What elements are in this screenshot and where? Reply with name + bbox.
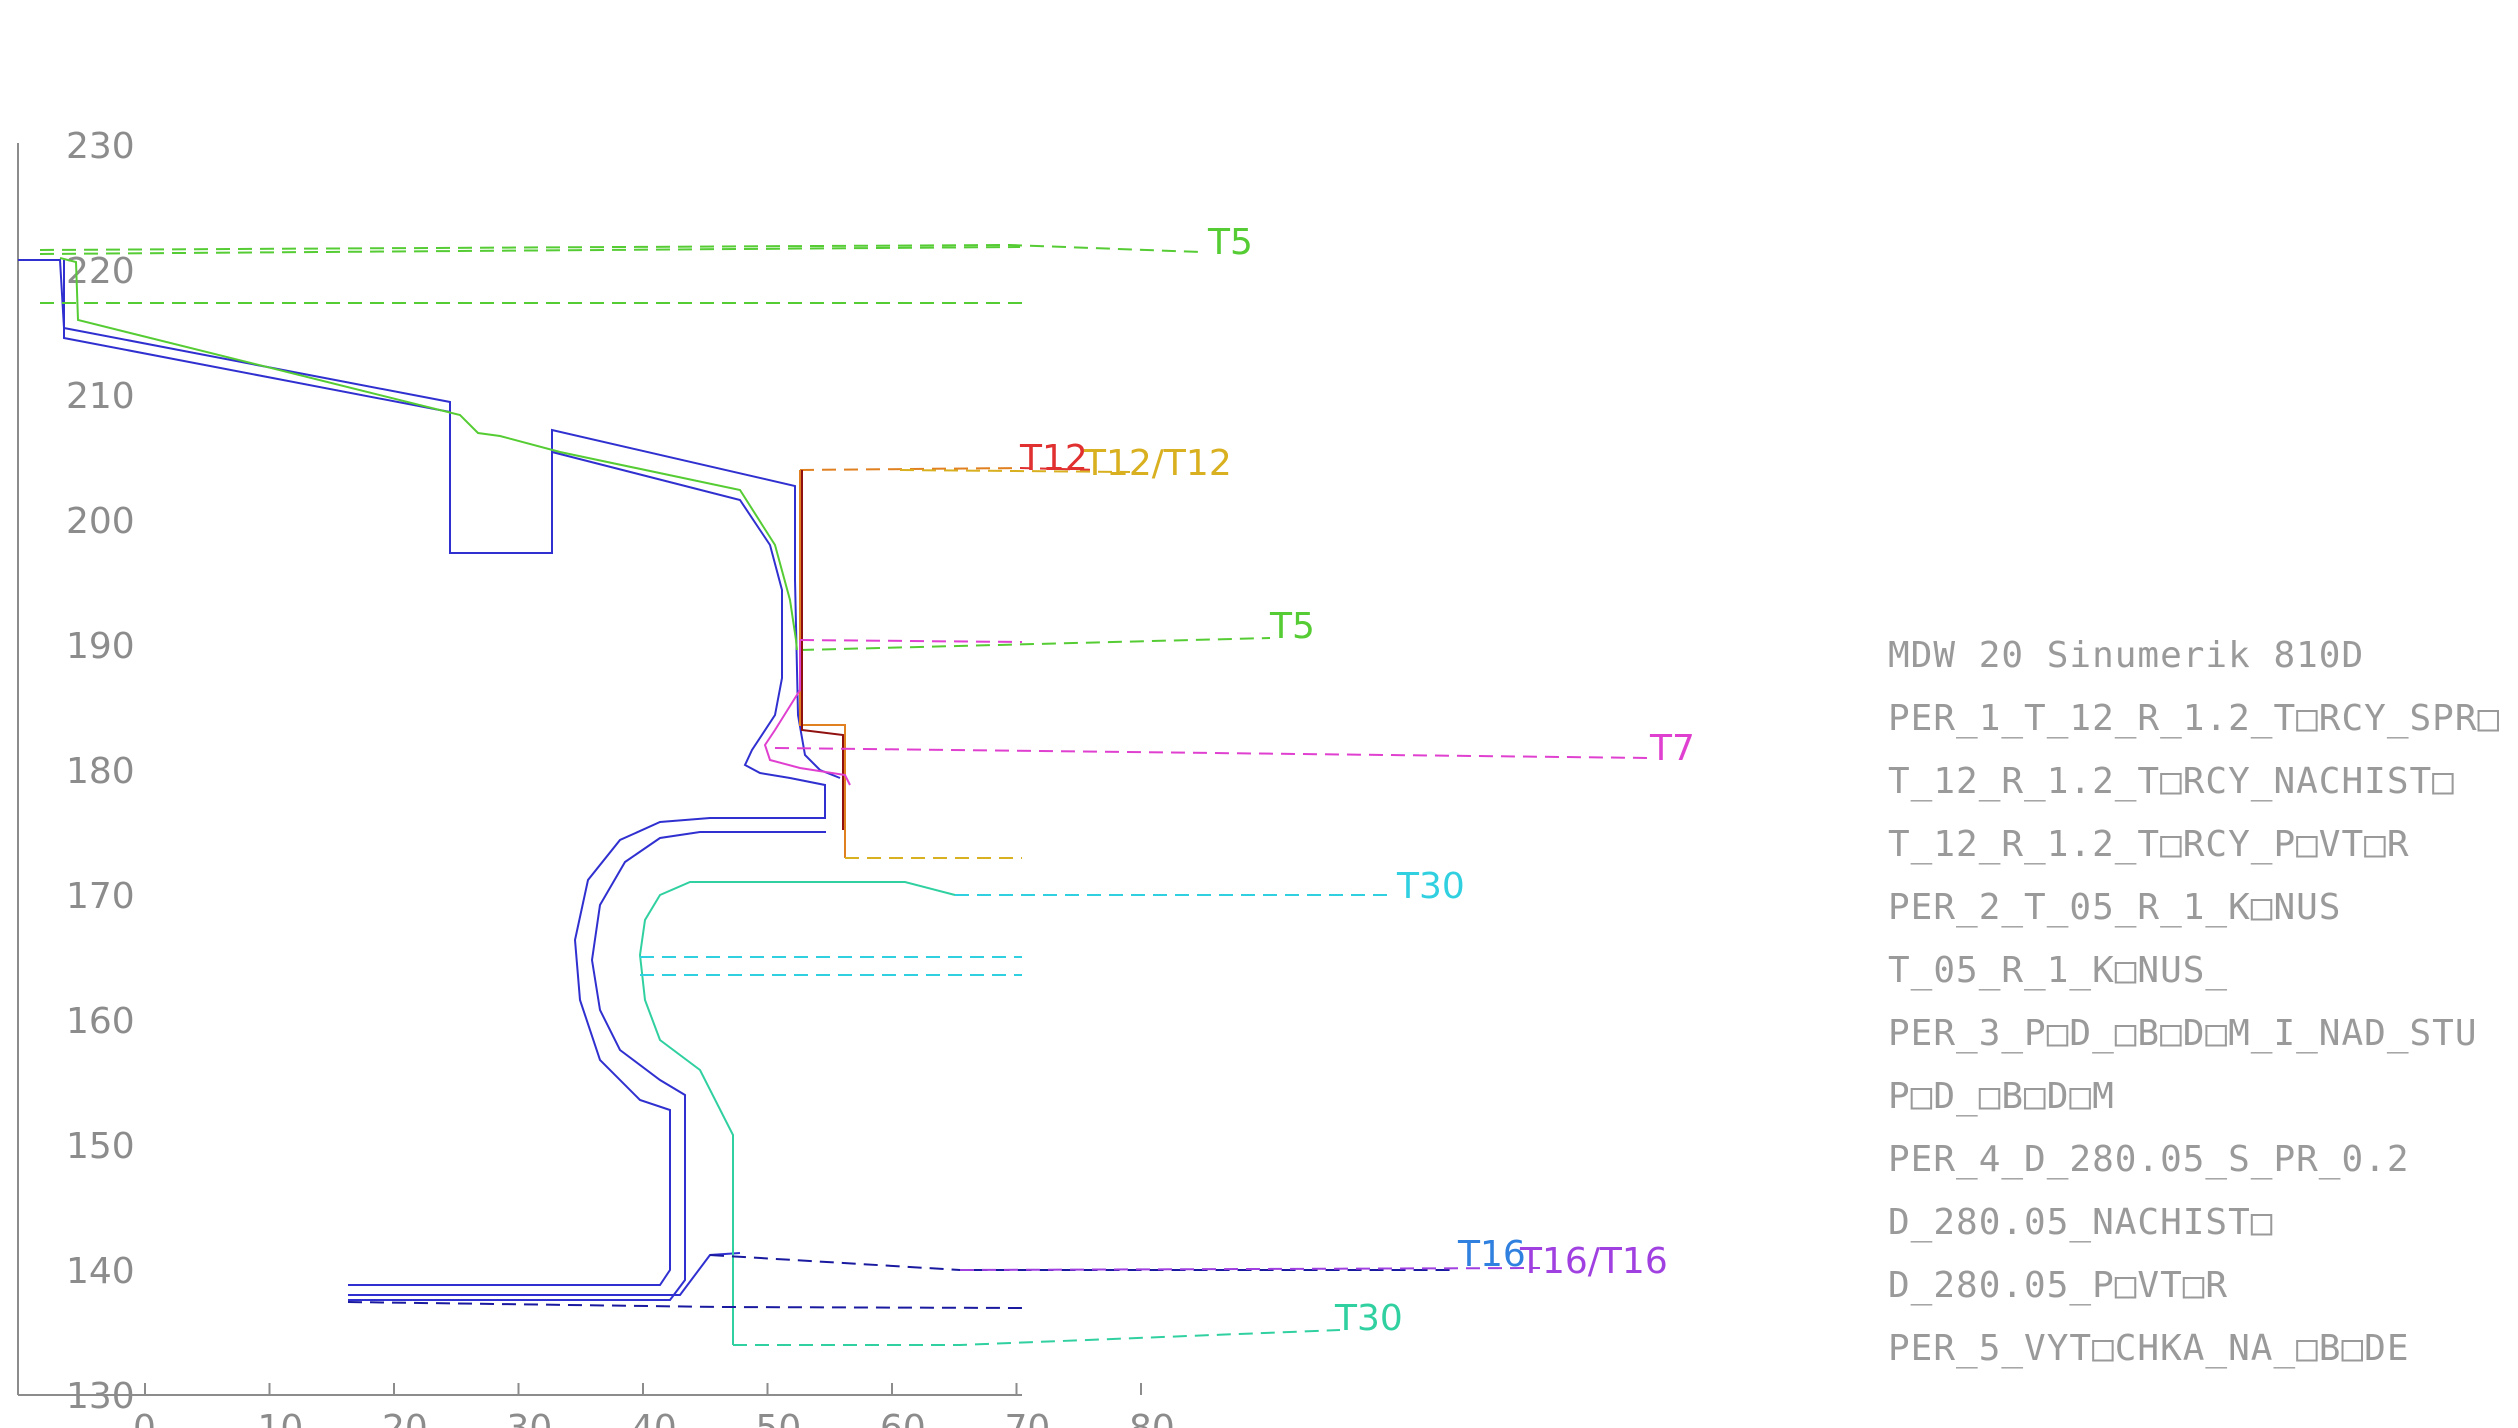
- x-tick-label: 80: [1129, 1408, 1175, 1428]
- operation-label: T7: [1649, 728, 1695, 769]
- program-list: MDW 20 Sinumerik 810D PER_1_T_12_R_1.2_T□…: [1888, 635, 2500, 1369]
- x-tick-label: 0: [133, 1408, 156, 1428]
- magenta-contour: [763, 640, 851, 786]
- green-paths: [39, 243, 1271, 651]
- operation-label: T5: [1207, 222, 1253, 263]
- navy-bottom-dash: [347, 1301, 1023, 1309]
- operation-label: T30: [1334, 1298, 1403, 1339]
- y-tick-label: 130: [66, 1376, 135, 1417]
- orange-t12-path: [799, 470, 846, 858]
- y-tick-label: 210: [66, 376, 135, 417]
- y-tick-label: 230: [66, 126, 135, 167]
- green-main-contour: [59, 257, 798, 651]
- operation-label: T12/T12: [1083, 443, 1232, 484]
- magenta-t7-dash: [774, 747, 1651, 759]
- t12-paths: [799, 467, 1131, 859]
- contour-top-left: [18, 259, 841, 779]
- y-tick-label: 170: [66, 876, 135, 917]
- operation-label: T16: [1457, 1234, 1526, 1275]
- program-list-item: D_280.05_NACHIST□: [1888, 1202, 2273, 1243]
- axis-ticks: 1301401501601701801902002102202300102030…: [66, 126, 1175, 1428]
- x-tick-label: 20: [382, 1408, 428, 1428]
- orange-t12-dash: [799, 467, 1021, 471]
- x-tick-label: 70: [1005, 1408, 1051, 1428]
- operation-label: T30: [1396, 866, 1465, 907]
- contour-outer-upper: [63, 260, 451, 413]
- x-tick-label: 10: [258, 1408, 304, 1428]
- x-tick-label: 40: [631, 1408, 677, 1428]
- y-tick-label: 190: [66, 626, 135, 667]
- green-top-dash: [39, 243, 1201, 253]
- y-tick-label: 150: [66, 1126, 135, 1167]
- program-list-item: PER_2_T_05_R_1_K□NUS: [1888, 887, 2341, 928]
- teal-t30-dash-low: [733, 1329, 1341, 1346]
- green-top-dash-2: [39, 246, 1021, 255]
- program-list-item: D_280.05_P□VT□R: [1888, 1265, 2228, 1306]
- program-list-item: PER_5_VYT□CHKA_NA_□B□DE: [1888, 1328, 2410, 1369]
- x-tick-label: 50: [756, 1408, 802, 1428]
- y-tick-label: 160: [66, 1001, 135, 1042]
- t16-paths: [347, 1254, 1541, 1309]
- yellow-t12-dash-top: [899, 469, 1131, 473]
- teal-t30-contour: [638, 881, 956, 1345]
- operation-label: T16/T16: [1519, 1241, 1668, 1282]
- operation-label: T5: [1269, 606, 1315, 647]
- magenta-dash-top: [799, 639, 1023, 643]
- contour-inner-return: [348, 1252, 741, 1296]
- y-tick-label: 140: [66, 1251, 135, 1292]
- x-tick-label: 30: [507, 1408, 553, 1428]
- red-t12-dash: [1019, 467, 1101, 471]
- program-list-item: T_12_R_1.2_T□RCY_NACHIST□: [1888, 761, 2455, 802]
- program-list-item: PER_4_D_280.05_S_PR_0.2: [1888, 1139, 2410, 1180]
- program-list-item: MDW 20 Sinumerik 810D: [1888, 635, 2364, 676]
- x-tick-label: 60: [880, 1408, 926, 1428]
- contour-tooth-outer: [348, 831, 826, 1301]
- contour-tooth-inner: [348, 451, 826, 1286]
- program-list-item: PER_3_P□D_□B□D□M_I_NAD_STU: [1888, 1013, 2478, 1054]
- green-mid-dash: [799, 637, 1271, 651]
- operation-label: T12: [1019, 438, 1088, 479]
- y-tick-label: 180: [66, 751, 135, 792]
- y-tick-label: 200: [66, 501, 135, 542]
- program-list-item: T_12_R_1.2_T□RCY_P□VT□R: [1888, 824, 2410, 865]
- teal-paths: [638, 881, 1395, 1346]
- program-list-item: PER_1_T_12_R_1.2_T□RCY_SPR□: [1888, 698, 2500, 739]
- magenta-paths: [763, 639, 1651, 786]
- purple-t16-dash: [959, 1267, 1541, 1271]
- dark-red-vertical: [801, 470, 844, 830]
- program-list-item: P□D_□B□D□M: [1888, 1076, 2115, 1117]
- axes: [17, 143, 1022, 1396]
- program-list-item: T_05_R_1_K□NUS_: [1888, 950, 2228, 991]
- part-contour: [18, 259, 841, 1301]
